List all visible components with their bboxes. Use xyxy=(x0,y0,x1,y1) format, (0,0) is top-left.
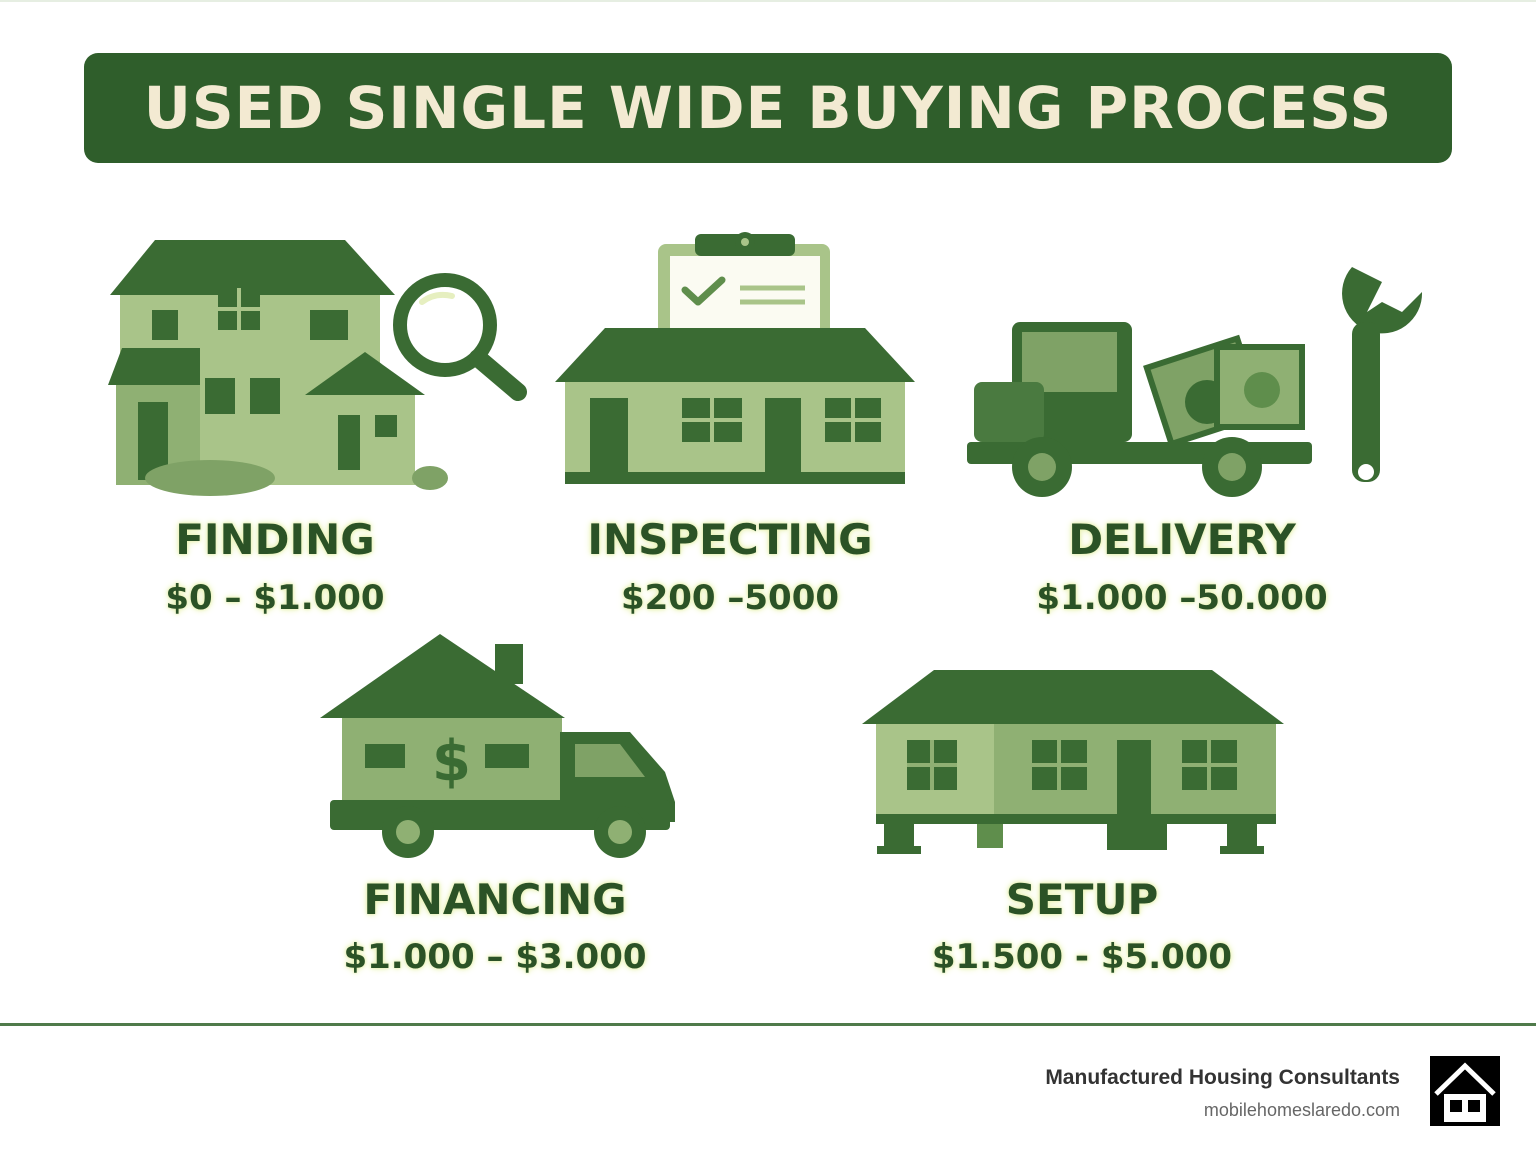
page-title: USED SINGLE WIDE BUYING PROCESS xyxy=(143,74,1393,142)
company-website: mobilehomeslaredo.com xyxy=(1203,1100,1400,1120)
step-finding: FINDING $0 – $1.000 xyxy=(100,230,540,630)
step-finding-label: FINDING xyxy=(175,515,375,564)
house-clipboard-icon xyxy=(555,232,915,484)
house-on-piers-icon xyxy=(862,670,1284,854)
step-setup: SETUP $1.500 - $5.000 xyxy=(862,668,1287,982)
company-logo-icon xyxy=(1430,1056,1500,1126)
truck-money-wrench-icon xyxy=(967,267,1423,497)
step-finding-cost: $0 – $1.000 xyxy=(165,578,385,618)
step-financing: $ FINANCING $1.000 – $3.000 xyxy=(320,632,690,982)
step-inspecting-cost: $200 –5000 xyxy=(620,578,840,618)
house-truck-dollar-icon: $ xyxy=(320,634,675,858)
step-setup-label: SETUP xyxy=(1005,875,1159,924)
step-financing-cost: $1.000 – $3.000 xyxy=(343,937,647,977)
house-magnifier-icon xyxy=(108,240,527,496)
step-delivery-label: DELIVERY xyxy=(1068,515,1296,564)
svg-text:$: $ xyxy=(432,729,471,794)
step-financing-label: FINANCING xyxy=(363,875,627,924)
title-banner: USED SINGLE WIDE BUYING PROCESS xyxy=(84,53,1452,163)
step-delivery-cost: $1.000 –50.000 xyxy=(1036,578,1328,618)
step-inspecting-label: INSPECTING xyxy=(587,515,873,564)
step-inspecting: INSPECTING $200 –5000 xyxy=(550,222,920,630)
top-divider xyxy=(0,0,1536,2)
footer-divider xyxy=(0,1023,1536,1026)
step-setup-cost: $1.500 - $5.000 xyxy=(931,937,1233,977)
company-name: Manufactured Housing Consultants xyxy=(1045,1066,1400,1089)
step-delivery: DELIVERY $1.000 –50.000 xyxy=(962,262,1432,630)
